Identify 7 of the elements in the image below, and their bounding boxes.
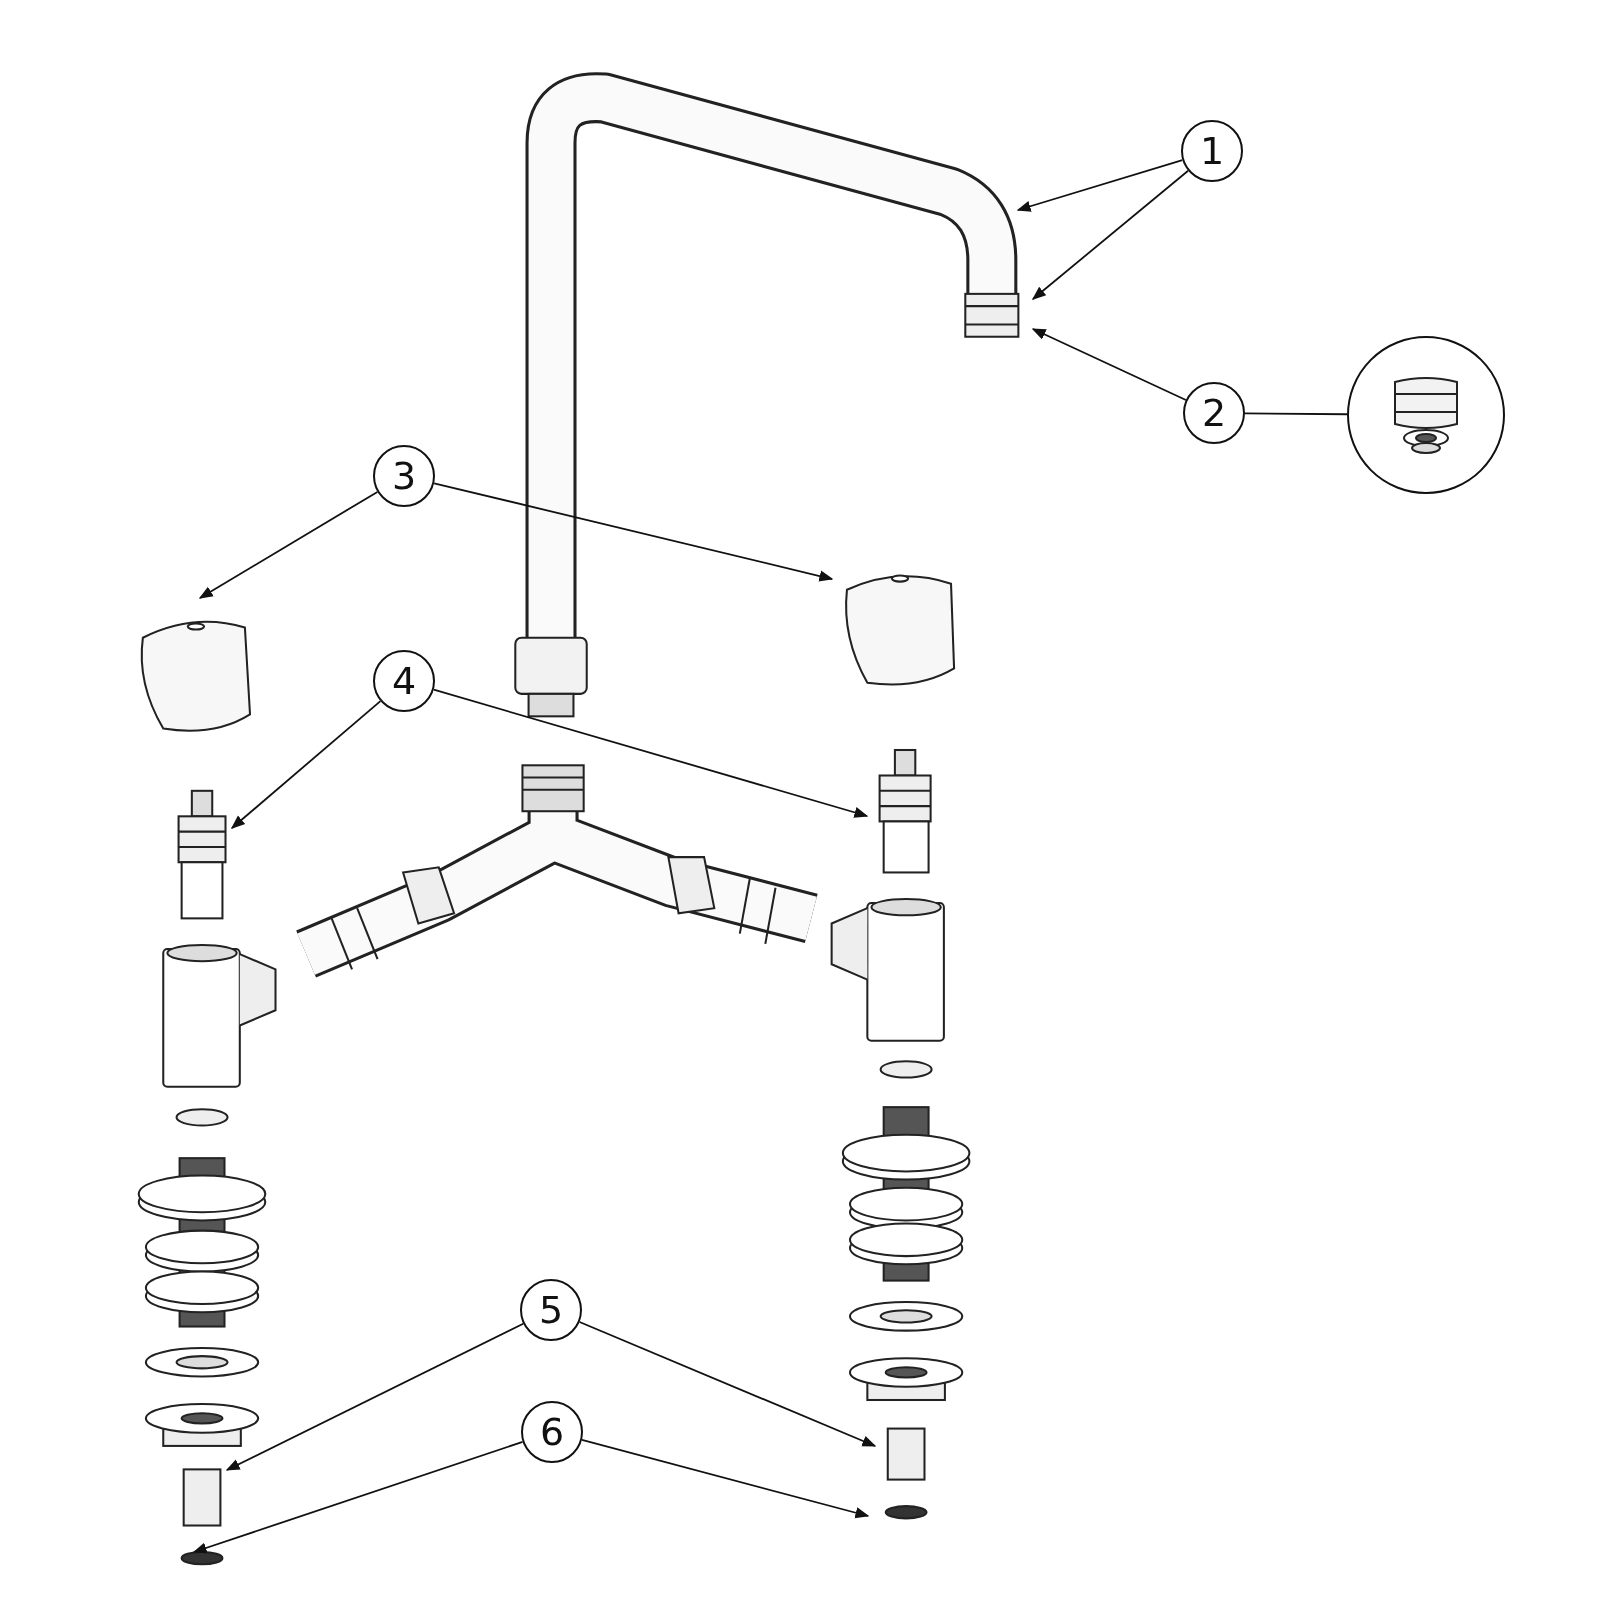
callout-number: 2 bbox=[1201, 394, 1227, 432]
callout-number: 4 bbox=[391, 662, 417, 700]
callout-number: 5 bbox=[538, 1291, 564, 1329]
callout-circle bbox=[520, 1279, 582, 1341]
callout-number: 3 bbox=[391, 457, 417, 495]
callout-number: 1 bbox=[1199, 132, 1225, 170]
callout-number: 6 bbox=[539, 1413, 565, 1451]
